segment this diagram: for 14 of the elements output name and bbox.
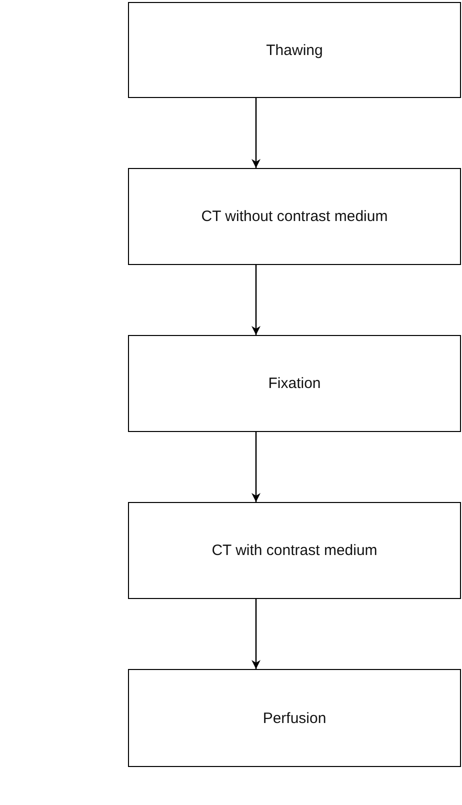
arrow [252,265,260,335]
step-label: Fixation [268,375,321,392]
step-label: Thawing [266,42,323,58]
process-box [128,502,461,599]
arrow [252,432,260,502]
step-label: CT without contrast medium [201,208,388,225]
process-box [128,168,461,265]
arrow [252,98,260,168]
process-box [128,335,461,432]
process-box [128,669,461,767]
arrow [252,599,260,669]
step-label: CT with contrast medium [212,542,378,559]
process-box [128,2,461,98]
step-label: Perfusion [262,710,326,726]
